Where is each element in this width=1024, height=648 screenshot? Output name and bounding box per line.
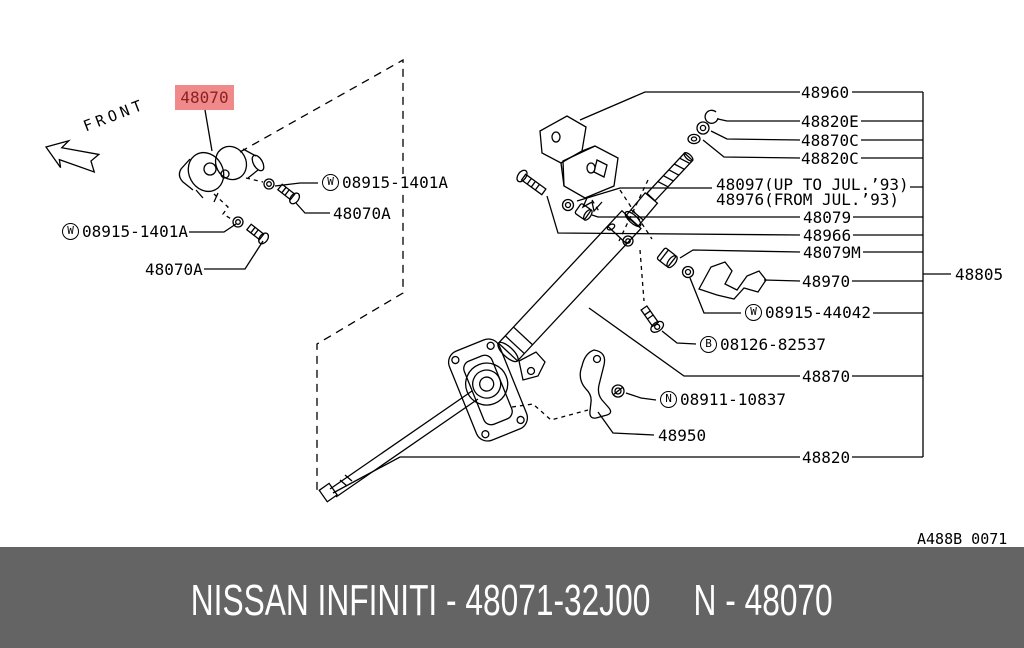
selected-part-label[interactable]: 48070 — [175, 85, 234, 110]
bushing-48079 — [574, 203, 593, 221]
washer-symbol-icon: W — [745, 304, 762, 321]
flange-plate — [447, 338, 529, 442]
leader-48070 — [204, 109, 213, 152]
part-label-48805[interactable]: 48805 — [954, 265, 1005, 284]
footer-banner: NISSAN INFINITI - 48071-32J00 N - 48070 — [0, 547, 1024, 648]
part-number: 08915-44042 — [765, 303, 871, 322]
diagram-code: A488B 0071 — [917, 530, 1008, 548]
washer-symbol-icon: W — [322, 174, 339, 191]
part-number: 08915-1401A — [82, 222, 188, 241]
stay-48950 — [579, 349, 612, 419]
part-label-48870c[interactable]: 48870C — [800, 131, 860, 150]
part-label-48870[interactable]: 48870 — [801, 367, 852, 386]
nut-symbol-icon: N — [660, 391, 677, 408]
part-label-48820e[interactable]: 48820E — [800, 112, 860, 131]
washer-bolt-left — [232, 216, 270, 245]
bolt-symbol-icon: B — [700, 336, 717, 353]
detail-boundary — [239, 58, 404, 490]
part-label-48820c[interactable]: 48820C — [800, 149, 860, 168]
banner-brand-part: NISSAN INFINITI - 48071-32J00 — [191, 575, 651, 625]
part-label-48970[interactable]: 48970 — [801, 272, 852, 291]
washer-symbol-icon: W — [62, 223, 79, 240]
bolt-48966-target — [516, 169, 547, 196]
part-label-48097[interactable]: 48097(UP TO JUL.’93) — [715, 175, 910, 194]
part-label-48960[interactable]: 48960 — [800, 83, 851, 102]
strap-48970 — [698, 261, 767, 300]
front-arrow-icon — [44, 139, 101, 173]
banner-text: NISSAN INFINITI - 48071-32J00 N - 48070 — [191, 576, 833, 626]
part-label-48820[interactable]: 48820 — [801, 448, 852, 467]
washer-trio — [687, 109, 719, 145]
part-number: 08126-82537 — [720, 335, 826, 354]
part-number: 08911-10837 — [680, 390, 786, 409]
part-label-48950[interactable]: 48950 — [657, 426, 708, 445]
nut-48079m — [656, 247, 678, 269]
part-label-48079[interactable]: 48079 — [802, 208, 853, 227]
part-number: 08915-1401A — [342, 173, 448, 192]
splined-shaft — [646, 151, 694, 202]
part-label-48070a-right[interactable]: 48070A — [332, 204, 392, 223]
part-label-48070a-left[interactable]: 48070A — [144, 260, 204, 279]
bolt-b08126 — [640, 305, 665, 333]
washer-bolt-right — [263, 178, 301, 205]
banner-ref: N - 48070 — [693, 575, 833, 625]
bracket-48960 — [539, 115, 619, 213]
part-label-48966[interactable]: 48966 — [802, 226, 853, 245]
coupling-part — [178, 145, 265, 203]
part-label-48079m[interactable]: 48079M — [802, 243, 862, 262]
part-label-48976[interactable]: 48976(FROM JUL.’93) — [715, 190, 901, 209]
